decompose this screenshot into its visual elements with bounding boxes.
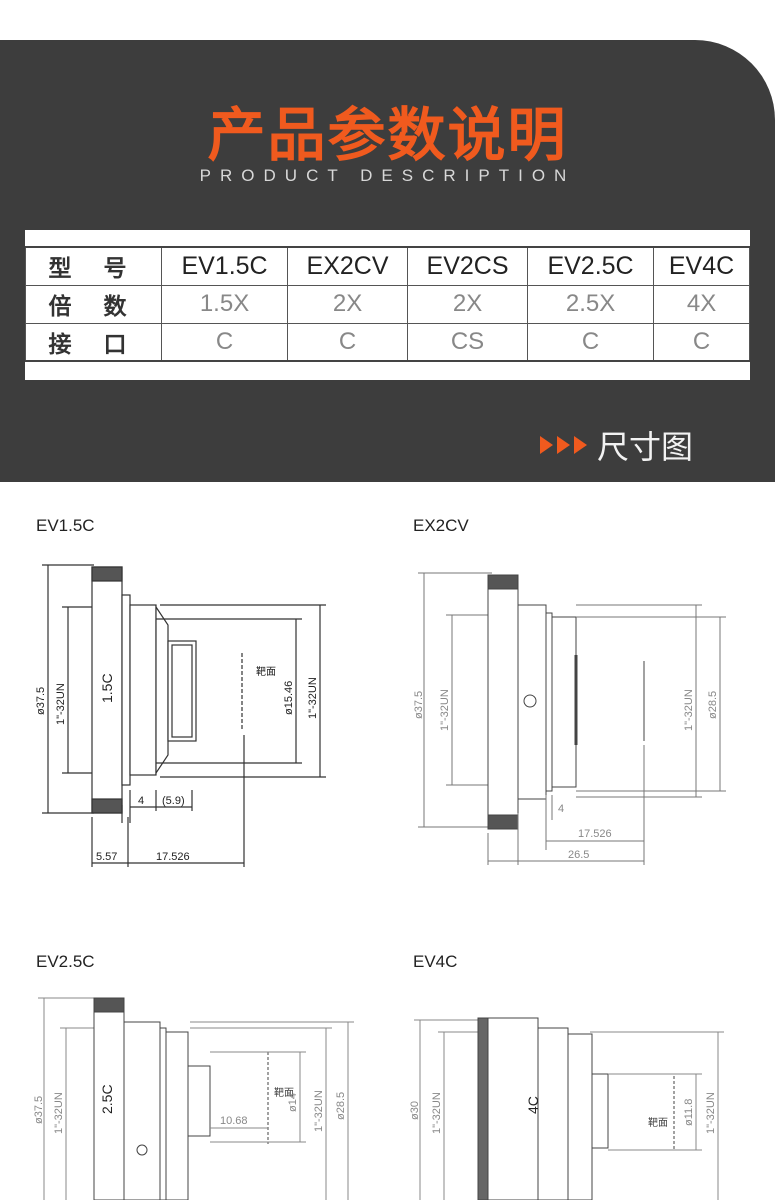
table-cell: CS (407, 322, 529, 362)
table-cell: C (527, 322, 655, 362)
table-row: 型 号 EV1.5C EX2CV EV2CS EV2.5C EV4C (25, 246, 750, 286)
spec-table: 型 号 EV1.5C EX2CV EV2CS EV2.5C EV4C 倍 数 1… (25, 246, 750, 362)
row-label-mount: 接 口 (25, 322, 162, 362)
dim-label: ø15.46 (283, 681, 295, 715)
table-cell: C (653, 322, 750, 362)
drawing-title-ev15c: EV1.5C (36, 516, 95, 535)
dim-label: 4 (138, 795, 144, 807)
drawing-title-ev4c: EV4C (413, 952, 458, 971)
dim-label: ø37.5 (413, 691, 425, 719)
dim-label: 1"-32UN (683, 689, 695, 731)
dim-label: 17.526 (578, 828, 612, 840)
dim-label: 10.68 (220, 1115, 248, 1127)
dim-label: 靶面 (648, 1116, 668, 1129)
table-cell: 2X (407, 284, 529, 324)
dim-label: 1"-32UN (307, 677, 319, 719)
dim-label: 靶面 (256, 665, 276, 678)
dim-label: 1"-32UN (313, 1090, 325, 1132)
table-cell: EX2CV (287, 246, 409, 286)
table-cell: C (160, 322, 289, 362)
ex2cv-drawing: ø37.5 1"-32UN 1"-32UN ø28.5 4 17.526 26.… (413, 572, 726, 865)
dimension-heading-label: 尺寸图 (597, 428, 694, 466)
table-cell: C (287, 322, 409, 362)
dim-label: 1"-32UN (55, 683, 67, 725)
dim-label: ø28.5 (335, 1092, 347, 1120)
table-cell: EV4C (653, 246, 750, 286)
dim-label: 17.526 (156, 851, 190, 863)
spec-table-card: 型 号 EV1.5C EX2CV EV2CS EV2.5C EV4C 倍 数 1… (25, 230, 750, 380)
ev15c-drawing: ø37.5 1"-32UN 1.5C 靶面 ø15.46 1"-32UN 4 (… (35, 564, 326, 867)
table-cell: EV1.5C (160, 246, 289, 286)
table-cell: 2X (287, 284, 409, 324)
dim-label: 1"-32UN (431, 1092, 443, 1134)
dim-label: 2.5C (99, 1084, 115, 1114)
dim-label: 5.57 (96, 851, 117, 863)
table-cell: 1.5X (160, 284, 289, 324)
dim-label: 靶面 (274, 1086, 294, 1099)
dim-label: 4 (558, 803, 564, 815)
triple-arrow-icon (540, 436, 587, 454)
dim-label: 26.5 (568, 849, 589, 861)
dim-label: ø37.5 (33, 1096, 45, 1124)
dim-label: 4C (525, 1096, 541, 1114)
table-cell: EV2CS (407, 246, 529, 286)
ev4c-drawing: ø30 1"-32UN 4C 靶面 ø11.8 1"-32UN (409, 1017, 724, 1200)
table-row: 倍 数 1.5X 2X 2X 2.5X 4X (25, 284, 750, 324)
dim-label: ø30 (409, 1101, 421, 1120)
page-title: 产品参数说明 (207, 101, 568, 169)
dim-label: ø11.8 (683, 1099, 695, 1126)
table-cell: 4X (653, 284, 750, 324)
page-subtitle: PRODUCT DESCRIPTION (199, 166, 576, 185)
dim-label: 1"-32UN (705, 1092, 717, 1134)
dimension-heading: 尺寸图 (540, 422, 693, 468)
row-label-magnification: 倍 数 (25, 284, 162, 324)
table-row: 接 口 C C CS C C (25, 322, 750, 362)
table-cell: EV2.5C (527, 246, 655, 286)
drawing-title-ex2cv: EX2CV (413, 516, 469, 535)
dim-label: (5.9) (162, 795, 185, 807)
row-label-model: 型 号 (25, 246, 162, 286)
dim-label: 1"-32UN (439, 689, 451, 731)
dim-label: ø37.5 (35, 687, 47, 715)
dim-label: ø28.5 (707, 691, 719, 719)
dim-label: 1"-32UN (53, 1092, 65, 1134)
dim-label: ø14 (287, 1093, 299, 1112)
ev25c-drawing: ø37.5 1"-32UN 2.5C 10.68 靶面 ø14 1"-32UN … (33, 997, 354, 1200)
table-cell: 2.5X (527, 284, 655, 324)
dim-label: 1.5C (99, 673, 115, 703)
drawing-title-ev25c: EV2.5C (36, 952, 95, 971)
